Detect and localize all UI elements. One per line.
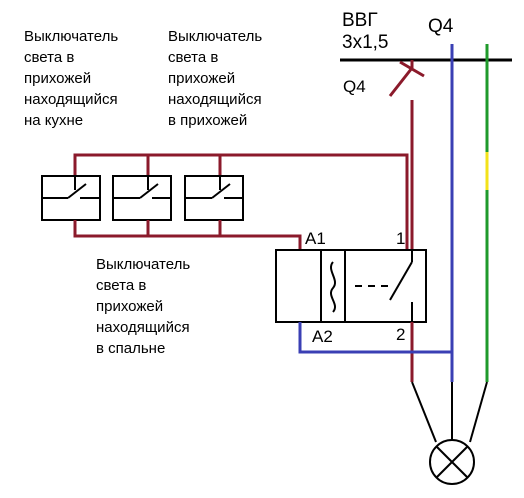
breaker-label-top: Q4 [428,16,454,37]
note-line: света в [24,49,75,66]
note-line: находящийся [168,91,262,108]
note-line: света в [96,277,147,294]
note-line: в прихожей [168,112,248,129]
note-line: прихожей [24,70,92,87]
note-bedroom-switch: Выключатель света в прихожей находящийся… [96,254,190,359]
note-line: прихожей [96,298,164,315]
note-line: в спальне [96,340,166,357]
lamp-lead-right [469,381,488,443]
note-hallway-switch: Выключатель света в прихожей находящийся… [168,26,262,131]
phase-wire-switch-feed [73,153,409,176]
note-line: прихожей [168,70,236,87]
lamp-lead-left [411,381,437,443]
cable-label: ВВГ 3х1,5 [342,10,388,54]
note-line: Выключатель [96,256,191,273]
neutral-wire-to-coil [298,322,452,354]
cable-label-line-2: 3х1,5 [342,32,389,53]
coil-label-a1: А1 [305,229,326,248]
impulse-relay [275,249,427,323]
coil-label-a2: А2 [312,327,333,346]
note-line: света в [168,49,219,66]
note-line: Выключатель [24,28,119,45]
note-line: находящийся [24,91,118,108]
note-kitchen-switch: Выключатель света в прихожей находящийся… [24,26,118,131]
pushbutton-kitchen [41,175,101,221]
note-line: находящийся [96,319,190,336]
note-line: на кухне [24,112,84,129]
contact-label-1: 1 [396,229,406,248]
note-line: Выключатель [168,28,263,45]
breaker-label-side: Q4 [343,77,366,96]
breaker-q4 [388,60,425,250]
cable-label-line-1: ВВГ [342,10,378,31]
switched-wire-to-coil [73,220,302,250]
lamp-icon [429,439,475,485]
contact-label-2: 2 [396,325,406,344]
pushbutton-hallway [112,175,172,221]
pushbutton-bedroom [184,175,244,221]
